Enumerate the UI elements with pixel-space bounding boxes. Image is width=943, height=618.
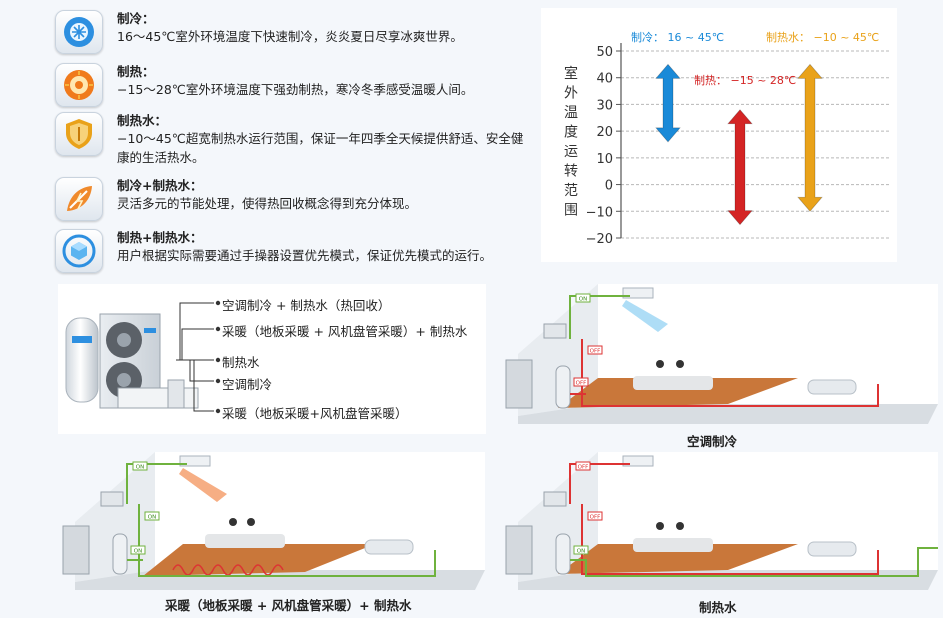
status-label: OFF	[590, 349, 601, 355]
leaf-energy-icon	[55, 177, 103, 221]
feature-cooling-hot-water: 制冷+制热水： 灵活多元的节能处理，使得热回收概念得到充分体现。	[55, 175, 525, 223]
status-badge: OFF	[575, 461, 591, 471]
range-arrow-2	[727, 109, 753, 226]
y-axis-title-char: 运	[564, 144, 578, 160]
status-label: ON	[148, 515, 156, 521]
y-tick-label: 40	[596, 72, 613, 87]
hydro-box	[100, 491, 124, 507]
y-tick-label: 50	[596, 45, 613, 60]
hydro-box	[543, 491, 567, 507]
y-axis-title-char: 范	[564, 182, 578, 199]
feature-desc: 用户根据实际需要通过手操器设置优先模式，保证优先模式的运行。	[117, 248, 493, 263]
y-tick-label: 20	[596, 125, 613, 140]
wall-ac-unit	[179, 455, 227, 502]
scene-label: 空调制冷	[687, 434, 738, 449]
scene-label: 采暖（地板采暖 + 风机盘管采暖）+ 制热水	[165, 598, 412, 613]
status-badge: OFF	[587, 511, 603, 521]
water-tank	[555, 365, 571, 409]
sofa-with-people	[633, 360, 713, 390]
temperature-range-chart: 室外温度运转范围 50 40 30 20 10 0 −10 −20 制冷： 16 ~ 45℃ 制热：…	[541, 8, 897, 262]
water-tank	[65, 317, 99, 403]
status-badge: ON	[130, 545, 146, 555]
y-axis-title-char: 围	[564, 203, 578, 219]
y-axis-title-char: 外	[564, 86, 578, 102]
status-badge: ON	[132, 461, 148, 471]
indoor-unit	[117, 379, 199, 409]
y-tick-label: 0	[605, 179, 613, 194]
outdoor-unit	[505, 525, 533, 575]
bathtub	[807, 379, 857, 395]
feature-desc: 16～45℃室外环境温度下快速制冷，炎炎夏日尽享冰爽世界。	[117, 29, 463, 44]
range-arrow-3	[797, 63, 823, 212]
range-arrow-1	[655, 63, 681, 143]
feature-title: 制热+制热水：	[117, 230, 203, 245]
wall-ac-unit	[622, 287, 668, 332]
product-group-illustration	[65, 300, 221, 414]
feature-title: 制冷：	[117, 11, 155, 26]
scene-label: 制热水	[699, 600, 737, 615]
shield-icon	[55, 112, 103, 156]
feature-heating: 制热： −15～28℃室外环境温度下强劲制热，寒冷冬季感受温暖人间。	[55, 61, 525, 109]
status-badge: OFF	[573, 377, 589, 387]
scene-heating-hot-water: ON ON ON	[62, 452, 485, 590]
feature-cooling: 制冷： 16～45℃室外环境温度下快速制冷，炎炎夏日尽享冰爽世界。	[55, 8, 525, 56]
status-badge: ON	[575, 293, 591, 303]
y-axis-title-char: 度	[564, 125, 578, 141]
feature-title: 制热：	[117, 64, 155, 79]
sofa-with-people	[205, 518, 285, 548]
bathtub	[807, 541, 857, 557]
connector-lines	[176, 302, 214, 412]
mode-list-item: 采暖（地板采暖+风机盘管采暖）	[222, 406, 408, 421]
scene-hot-water: OFF OFF ON	[505, 452, 938, 590]
status-label: ON	[577, 549, 585, 555]
product-modes-panel: 空调制冷 + 制热水（热回收） 采暖（地板采暖 + 风机盘管采暖）+ 制热水 制…	[58, 284, 486, 434]
mode-list-item: 采暖（地板采暖 + 风机盘管采暖）+ 制热水	[222, 324, 468, 339]
status-label: ON	[134, 549, 142, 555]
sofa-with-people	[633, 522, 713, 552]
mode-list-item: 制热水	[222, 355, 260, 370]
series-range-label: 制热水： −10 ~ 45℃	[766, 31, 879, 44]
sun-fan-icon	[55, 63, 103, 107]
y-axis-title-char: 室	[564, 65, 578, 82]
feature-hot-water: 制热水： −10～45℃超宽制热水运行范围，保证一年四季全天候提供舒适、安全健康…	[55, 110, 525, 165]
status-badge: ON	[144, 511, 160, 521]
series-range-label: 制热： −15 ~ 28℃	[694, 74, 796, 87]
series-range-label: 制冷： 16 ~ 45℃	[631, 31, 724, 44]
y-tick-label: 30	[596, 98, 613, 113]
feature-title: 制热水：	[117, 113, 168, 128]
y-axis-title-char: 转	[564, 164, 578, 180]
y-tick-label: 10	[596, 152, 613, 167]
status-label: ON	[579, 297, 587, 303]
water-tank	[555, 533, 571, 575]
scene-cooling: ON OFF OFF	[505, 284, 938, 424]
feature-desc: −15～28℃室外环境温度下强劲制热，寒冷冬季感受温暖人间。	[117, 82, 474, 97]
y-tick-label: −20	[586, 232, 613, 247]
feature-desc: 灵活多元的节能处理，使得热回收概念得到充分体现。	[117, 196, 418, 211]
y-axis-title-char: 温	[564, 105, 578, 121]
status-label: OFF	[576, 381, 587, 387]
water-tank	[112, 533, 128, 575]
outdoor-unit	[62, 525, 90, 575]
feature-title: 制冷+制热水：	[117, 178, 203, 193]
y-tick-label: −10	[586, 205, 613, 220]
status-badge: OFF	[587, 345, 603, 355]
status-label: OFF	[590, 515, 601, 521]
feature-heating-hot-water: 制热+制热水： 用户根据实际需要通过手操器设置优先模式，保证优先模式的运行。	[55, 227, 525, 275]
status-label: ON	[136, 465, 144, 471]
wall-ac-unit	[622, 455, 654, 467]
mode-list-item: 空调制冷	[222, 377, 273, 392]
status-badge: ON	[573, 545, 589, 555]
status-label: OFF	[578, 465, 589, 471]
feature-desc: −10～45℃超宽制热水运行范围，保证一年四季全天候提供舒适、安全健康的生活热水…	[117, 131, 524, 165]
cube-cycle-icon	[55, 229, 103, 273]
snowflake-fan-icon	[55, 10, 103, 54]
mode-list-item: 空调制冷 + 制热水（热回收）	[222, 298, 391, 313]
bathtub	[364, 539, 414, 555]
hydro-box	[543, 323, 567, 339]
outdoor-unit	[505, 359, 533, 409]
